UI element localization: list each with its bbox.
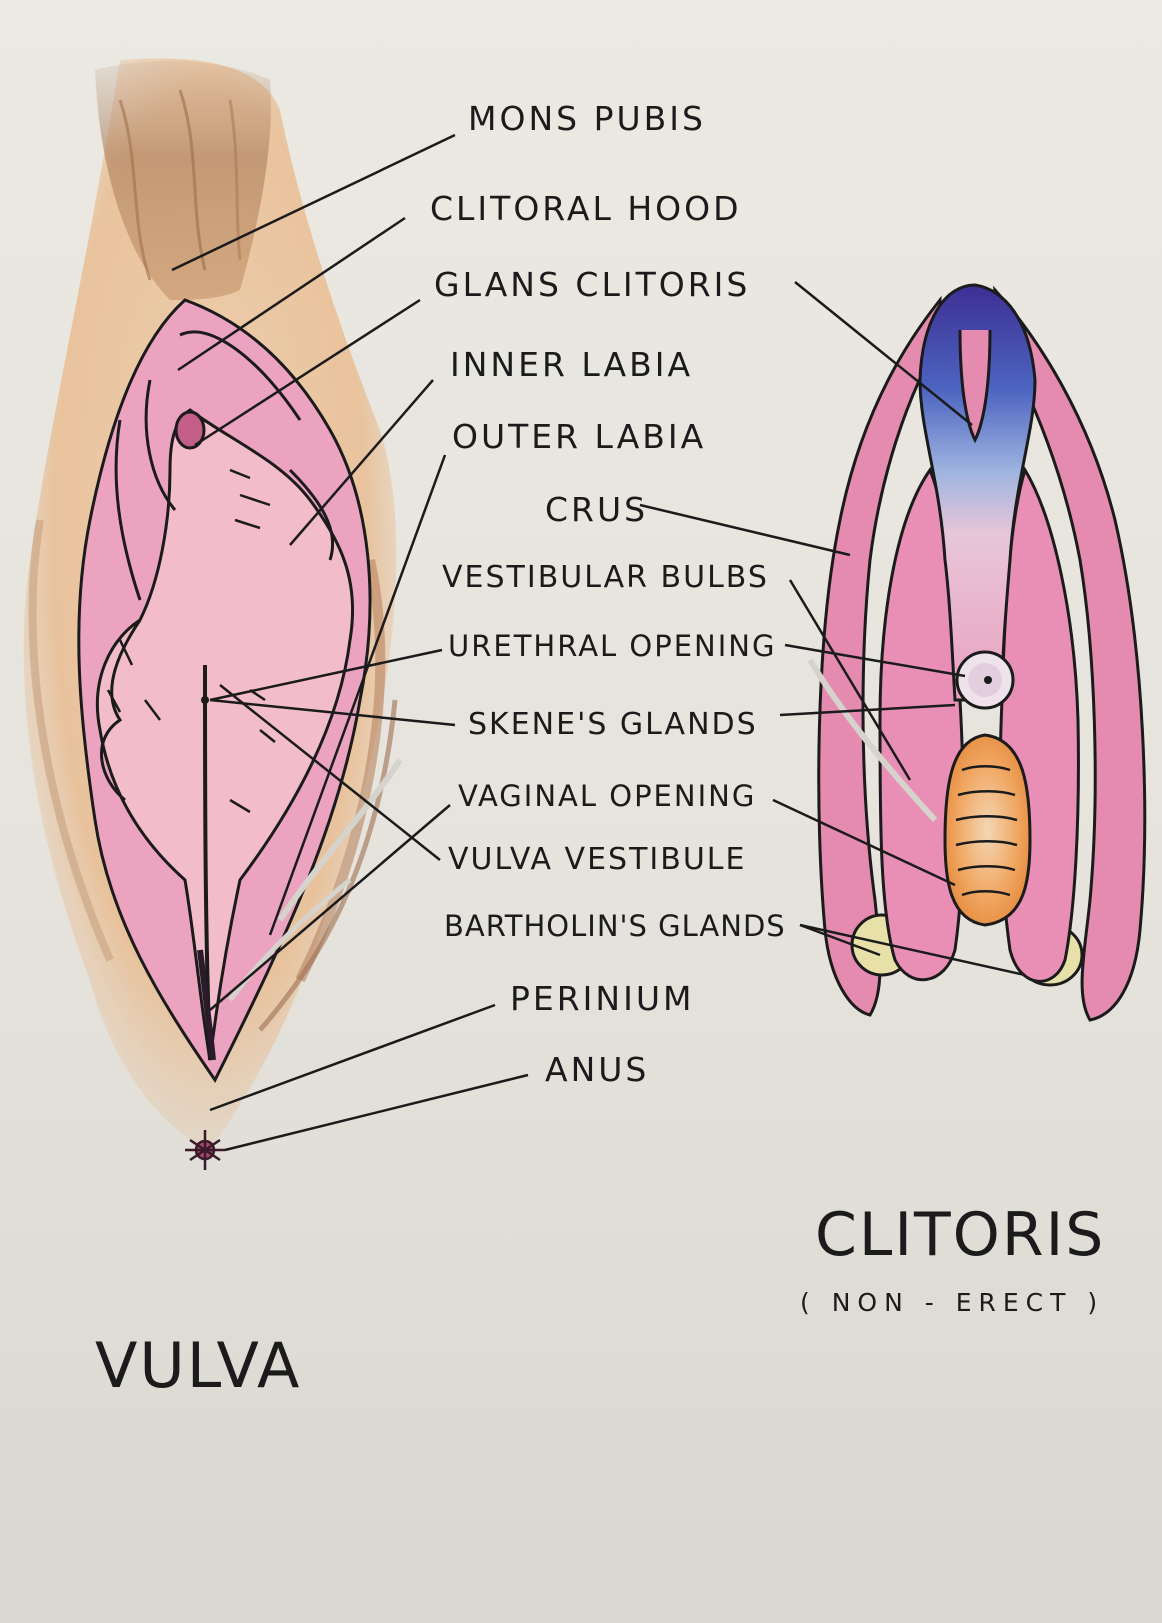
label-crus: CRUS xyxy=(545,490,649,529)
label-mons-pubis: MONS PUBIS xyxy=(468,99,706,138)
label-glans-clitoris: GLANS CLITORIS xyxy=(434,265,751,304)
label-urethral-opening: URETHRAL OPENING xyxy=(448,629,777,663)
clitoris-drawing xyxy=(807,283,1147,1022)
title-clitoris: CLITORIS xyxy=(815,1200,1106,1270)
label-clitoral-hood: CLITORAL HOOD xyxy=(430,189,742,228)
anus-mark xyxy=(185,1130,225,1170)
label-skenes-glands: SKENE'S GLANDS xyxy=(468,707,758,742)
label-vaginal-opening: VAGINAL OPENING xyxy=(458,779,757,813)
label-vestibular-bulbs: VESTIBULAR BULBS xyxy=(442,560,769,595)
vaginal-opening-shape xyxy=(943,733,1032,927)
label-vulva-vestibule: VULVA VESTIBULE xyxy=(448,842,747,877)
label-outer-labia: OUTER LABIA xyxy=(452,417,707,456)
label-perinium: PERINIUM xyxy=(510,979,695,1018)
glans-shape xyxy=(174,410,206,450)
label-bartholins-glands: BARTHOLIN'S GLANDS xyxy=(444,909,786,943)
label-inner-labia: INNER LABIA xyxy=(450,345,694,384)
title-vulva: VULVA xyxy=(95,1329,302,1402)
inner-labia-shape xyxy=(95,408,355,1061)
leader-lines xyxy=(171,133,1026,1152)
title-clitoris-note: ( NON - ERECT ) xyxy=(800,1288,1105,1317)
crus-right xyxy=(993,285,1147,1022)
vulva-drawing xyxy=(23,58,403,1170)
label-anus: ANUS xyxy=(545,1050,650,1089)
